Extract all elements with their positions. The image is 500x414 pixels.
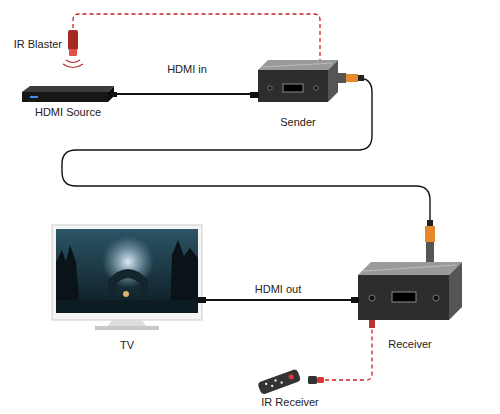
cable-label: HDMI in: [167, 63, 207, 76]
ir-receiver: IR Receiver: [255, 368, 325, 392]
hdmi-source: HDMI Source: [22, 86, 114, 102]
device-label: Receiver: [388, 338, 431, 351]
device-label: IR Receiver: [261, 396, 318, 409]
device-label: Sender: [280, 116, 315, 129]
ir-cable: [325, 320, 372, 380]
hdmi-source-device: [22, 86, 117, 102]
cable-label: HDMI out: [255, 283, 301, 296]
sender-device: [250, 60, 364, 102]
ir-receiver-device: [257, 369, 324, 396]
hdmi-cable: [114, 93, 258, 95]
device-label: HDMI Source: [35, 106, 101, 119]
ir-blaster-device: [63, 30, 83, 68]
tv: TV: [52, 225, 202, 330]
ir-cable: [73, 14, 320, 60]
tv-device: [52, 225, 206, 330]
receiver-device: [351, 220, 462, 328]
hdmi-cable: [202, 299, 358, 301]
ir-blaster: IR Blaster: [66, 28, 80, 58]
device-label: IR Blaster: [14, 38, 62, 51]
sender-box: Sender: [258, 60, 338, 102]
device-label: TV: [120, 339, 134, 352]
receiver-box: Receiver: [358, 262, 462, 320]
